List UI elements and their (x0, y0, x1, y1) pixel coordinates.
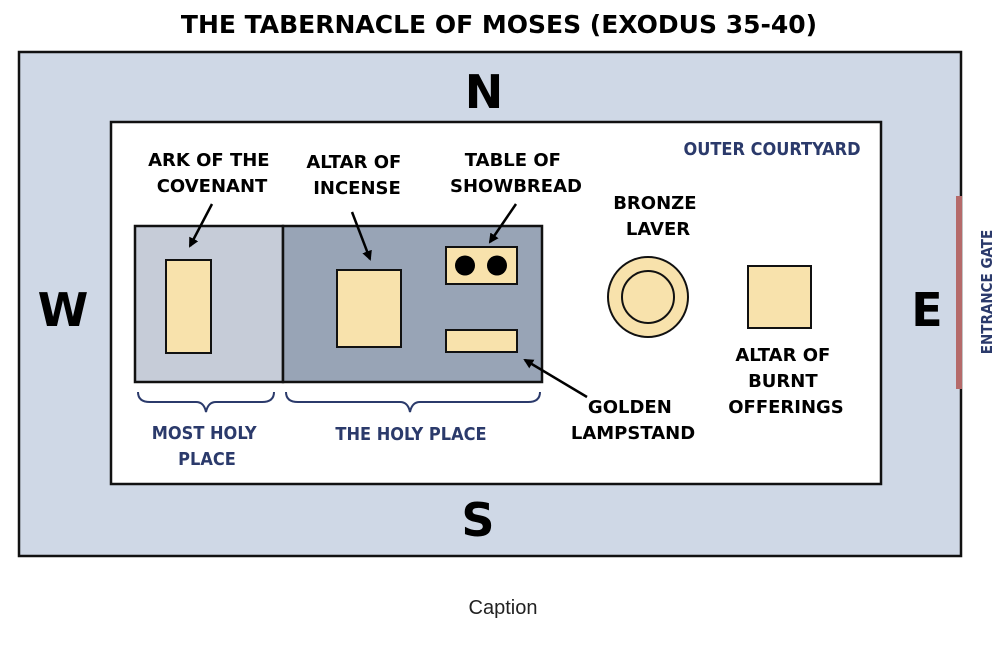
altar-of-burnt-offerings (747, 265, 812, 329)
golden-lampstand (445, 329, 518, 353)
entrance-gate-bar (956, 196, 962, 389)
ark-arrow (188, 203, 214, 248)
incense-label: ALTAR OF INCENSE (306, 152, 407, 199)
compass-south: S (461, 493, 494, 547)
diagram-title: THE TABERNACLE OF MOSES (EXODUS 35-40) (181, 10, 817, 39)
holy-place-label: THE HOLY PLACE (335, 424, 486, 445)
ark-label: ARK OF THE COVENANT (148, 150, 276, 197)
caption: Caption (469, 597, 538, 619)
compass-east: E (911, 283, 942, 337)
bronze-laver-inner (621, 270, 675, 324)
lampstand-label: GOLDEN LAMPSTAND (571, 397, 695, 444)
compass-north: N (465, 65, 504, 119)
most-holy-place-label: MOST HOLY PLACE (152, 423, 262, 470)
holy-place-brace (285, 391, 541, 413)
showbread-arrow (488, 203, 518, 244)
showbread-label: TABLE OF SHOWBREAD (450, 150, 582, 197)
incense-arrow (350, 211, 372, 261)
showbread-loaf-icon (487, 255, 507, 276)
burnt-offerings-label: ALTAR OF BURNT OFFERINGS (728, 345, 844, 418)
showbread-loaf-icon (455, 255, 475, 276)
most-holy-brace (137, 391, 275, 413)
entrance-gate-label: ENTRANCE GATE (978, 230, 996, 354)
lampstand-arrow (523, 358, 588, 399)
laver-label: BRONZE LAVER (613, 193, 703, 240)
altar-of-incense (336, 269, 402, 348)
outer-courtyard-label: OUTER COURTYARD (683, 139, 860, 160)
ark-of-covenant (165, 259, 212, 354)
compass-west: W (38, 283, 89, 337)
